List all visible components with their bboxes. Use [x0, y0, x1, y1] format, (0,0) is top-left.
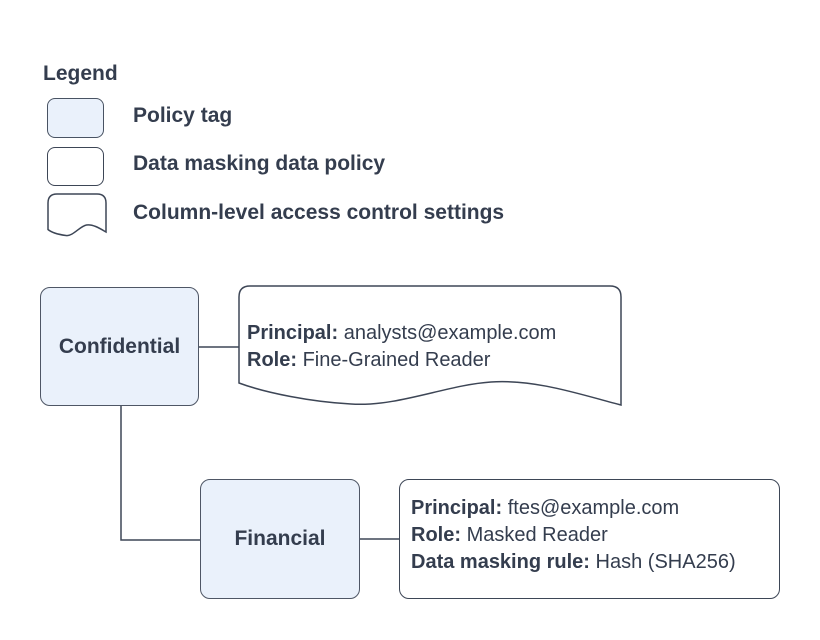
role-value: Masked Reader	[466, 524, 608, 546]
column-access-settings-swatch	[47, 193, 107, 237]
principal-label: Principal:	[411, 497, 503, 519]
principal-line: Principal:ftes@example.com	[411, 495, 769, 522]
ftes-policy-text: Principal:ftes@example.com Role:Masked R…	[411, 495, 769, 576]
legend-item-label-policy-tag: Policy tag	[133, 104, 233, 127]
data-masking-policy-node-ftes: Principal:ftes@example.com Role:Masked R…	[399, 479, 780, 599]
analysts-access-settings-text: Principal:analysts@example.com Role:Fine…	[247, 320, 556, 374]
legend-item-label-data-masking-policy: Data masking data policy	[133, 152, 386, 175]
role-label: Role:	[411, 524, 461, 546]
policy-tag-swatch	[47, 98, 104, 138]
policy-tag-label: Confidential	[58, 334, 181, 358]
principal-value: analysts@example.com	[343, 322, 557, 344]
role-value: Fine-Grained Reader	[302, 349, 491, 371]
data-masking-policy-swatch	[47, 147, 104, 186]
principal-value: ftes@example.com	[507, 497, 680, 519]
data-masking-rule-label: Data masking rule:	[411, 551, 590, 573]
data-masking-rule-value: Hash (SHA256)	[595, 551, 736, 573]
principal-label: Principal:	[247, 322, 339, 344]
role-line: Role:Masked Reader	[411, 522, 769, 549]
role-line: Role:Fine-Grained Reader	[247, 347, 556, 374]
policy-tag-label: Financial	[234, 527, 326, 550]
legend-title: Legend	[43, 62, 118, 85]
connector-confidential-to-financial	[120, 404, 202, 541]
policy-tag-node-financial: Financial	[200, 479, 360, 599]
data-masking-rule-line: Data masking rule:Hash (SHA256)	[411, 549, 769, 576]
legend-item-label-column-access-settings: Column-level access control settings	[133, 201, 505, 224]
column-access-settings-shape-analysts	[238, 285, 622, 406]
principal-line: Principal:analysts@example.com	[247, 320, 556, 347]
role-label: Role:	[247, 349, 297, 371]
policy-tag-node-confidential: Confidential	[40, 287, 199, 406]
